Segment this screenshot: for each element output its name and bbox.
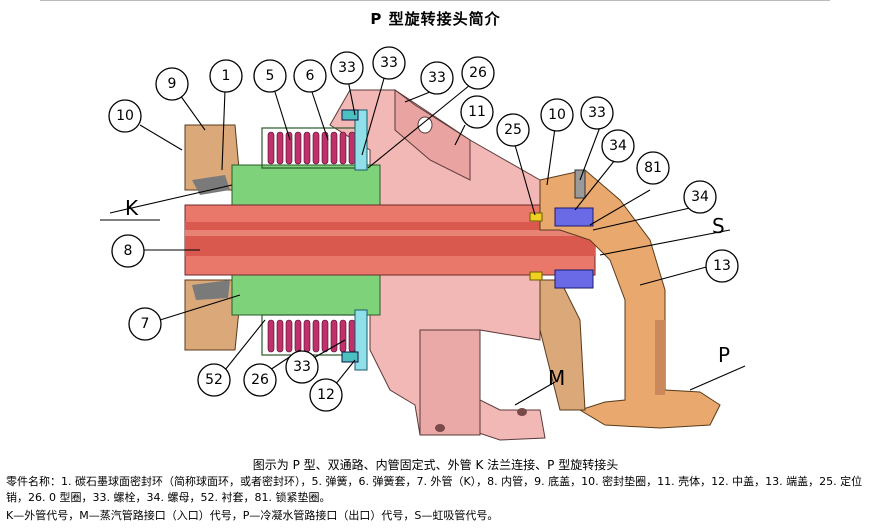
leader-lines xyxy=(100,74,746,406)
callout-5: 5 xyxy=(253,59,287,93)
parts-list: 零件名称：1. 碳石墨球面密封环（简称球面环，或者密封环），5. 弹簧，6. 弹… xyxy=(6,475,863,504)
svg-text:52: 52 xyxy=(205,372,223,388)
bolt-33-bottom xyxy=(341,351,359,363)
svg-text:10: 10 xyxy=(116,108,134,124)
callout-10-left: 10 xyxy=(108,99,142,133)
spring-coil xyxy=(267,131,275,165)
spring-coil xyxy=(321,319,329,353)
callout-25: 25 xyxy=(496,113,530,147)
callout-33-c: 33 xyxy=(420,61,454,95)
middle-cover-upper xyxy=(354,109,368,171)
svg-text:25: 25 xyxy=(504,122,522,138)
svg-text:12: 12 xyxy=(317,387,335,403)
outer-tube-k xyxy=(231,164,381,316)
svg-text:33: 33 xyxy=(338,60,356,76)
locating-pin-lower xyxy=(529,271,543,281)
callout-26-bottom: 26 xyxy=(243,363,277,397)
svg-text:7: 7 xyxy=(141,316,150,332)
svg-text:11: 11 xyxy=(468,104,486,120)
bottom-cover-flange xyxy=(184,124,241,351)
callout-34-mid: 34 xyxy=(683,180,717,214)
svg-text:33: 33 xyxy=(293,359,311,375)
spring-lower xyxy=(267,319,365,353)
spring-coil xyxy=(348,131,356,165)
callout-33-a: 33 xyxy=(330,51,364,85)
spring-coil xyxy=(285,131,293,165)
spring-coil xyxy=(339,131,347,165)
label-m: M xyxy=(548,366,565,390)
callout-1: 1 xyxy=(209,59,243,93)
callout-6: 6 xyxy=(293,59,327,93)
spring-coil xyxy=(267,319,275,353)
svg-text:6: 6 xyxy=(306,68,315,84)
svg-text:1: 1 xyxy=(222,68,231,84)
callout-7: 7 xyxy=(128,307,162,341)
label-p: P xyxy=(718,343,730,367)
svg-text:34: 34 xyxy=(609,138,627,154)
codes-legend: K—外管代号，M—蒸汽管路接口（入口）代号，P—冷凝水管路接口（出口）代号，S—… xyxy=(6,509,499,522)
callout-33-e: 33 xyxy=(285,350,319,384)
spring-coil xyxy=(303,319,311,353)
spring-coil xyxy=(312,319,320,353)
spring-coil xyxy=(312,131,320,165)
callout-26-top: 26 xyxy=(461,56,495,90)
rotary-joint-diagram: K S M P 10 9 1 5 6 33 33 33 26 11 25 10 … xyxy=(100,46,746,441)
nut-upper xyxy=(554,207,594,227)
callout-81: 81 xyxy=(636,151,670,185)
inner-tube xyxy=(184,204,596,276)
callout-11: 11 xyxy=(460,95,494,129)
callout-12: 12 xyxy=(309,378,343,412)
callout-33-b: 33 xyxy=(372,46,406,80)
svg-text:5: 5 xyxy=(266,68,275,84)
callout-33-d: 33 xyxy=(580,96,614,130)
spring-coil xyxy=(330,131,338,165)
spring-coil xyxy=(303,131,311,165)
bolt-33-right xyxy=(574,169,586,199)
callout-13: 13 xyxy=(705,249,739,283)
callout-52: 52 xyxy=(197,363,231,397)
spring-upper xyxy=(267,131,365,165)
label-s: S xyxy=(712,214,725,238)
svg-text:33: 33 xyxy=(588,105,606,121)
svg-text:33: 33 xyxy=(380,55,398,71)
svg-text:34: 34 xyxy=(691,189,709,205)
spring-coil xyxy=(339,319,347,353)
spring-coil xyxy=(285,319,293,353)
spring-coil xyxy=(330,319,338,353)
svg-text:8: 8 xyxy=(124,243,133,259)
label-k: K xyxy=(125,196,139,220)
svg-text:9: 9 xyxy=(168,76,177,92)
spring-coil xyxy=(294,131,302,165)
svg-text:26: 26 xyxy=(469,65,487,81)
svg-text:26: 26 xyxy=(251,372,269,388)
figure-caption: 图示为 P 型、双通路、内管固定式、外管 K 法兰连接、P 型旋转接头 xyxy=(252,458,619,472)
spring-coil xyxy=(348,319,356,353)
svg-text:10: 10 xyxy=(548,107,566,123)
locating-pin-upper xyxy=(529,212,543,222)
svg-text:81: 81 xyxy=(644,160,662,176)
callout-34-top: 34 xyxy=(601,129,635,163)
spring-coil xyxy=(276,319,284,353)
callout-9: 9 xyxy=(155,67,189,101)
spring-coil xyxy=(276,131,284,165)
end-cover-elbow xyxy=(539,169,721,429)
callout-10-right: 10 xyxy=(540,98,574,132)
top-rule xyxy=(40,0,830,1)
bolt-33-top xyxy=(341,109,359,121)
spring-coil xyxy=(294,319,302,353)
svg-text:33: 33 xyxy=(428,70,446,86)
callout-8: 8 xyxy=(111,234,145,268)
nut-lower xyxy=(554,269,594,289)
svg-text:13: 13 xyxy=(713,258,731,274)
page-title: P 型旋转接头简介 xyxy=(370,10,501,28)
